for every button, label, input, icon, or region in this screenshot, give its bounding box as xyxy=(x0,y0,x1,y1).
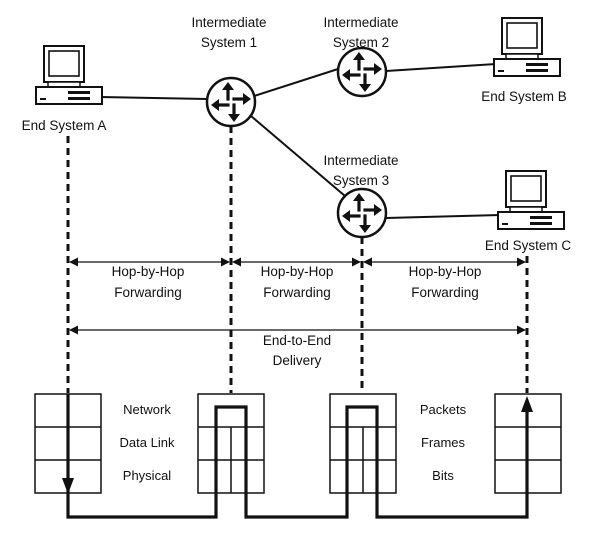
data-path xyxy=(66,394,529,519)
unit-frames-label: Frames xyxy=(421,435,466,450)
intermediate-system-2-router-icon xyxy=(336,46,388,98)
hop2-label-line1: Hop-by-Hop xyxy=(261,264,334,279)
hop2-label-line2: Forwarding xyxy=(263,285,331,300)
link-is2-to-b xyxy=(385,63,497,72)
data-path-down-arrowhead xyxy=(62,478,74,494)
intermediate-system-1-label-line1: Intermediate xyxy=(191,15,266,30)
end-system-b-computer-icon xyxy=(493,17,561,77)
intermediate-system-3-router-icon xyxy=(336,187,388,239)
intermediate-system-1-router-icon xyxy=(205,76,257,128)
hop3-label-line1: Hop-by-Hop xyxy=(409,264,482,279)
link-a-to-is1 xyxy=(99,96,208,100)
layer-physical-label: Physical xyxy=(123,468,172,483)
link-is1-to-is3 xyxy=(250,115,346,197)
link-is3-to-c xyxy=(385,214,501,219)
unit-bits-label: Bits xyxy=(432,468,454,483)
end-system-b-label: End System B xyxy=(481,89,567,104)
layer-data-link-label: Data Link xyxy=(120,435,175,450)
unit-packets-label: Packets xyxy=(420,402,467,417)
hop1-label-line1: Hop-by-Hop xyxy=(112,264,185,279)
end-to-end-label-line2: Delivery xyxy=(273,353,322,368)
layer-network-label: Network xyxy=(123,402,171,417)
stack-intermediate-3 xyxy=(329,393,397,494)
hop1-label-line2: Forwarding xyxy=(114,285,182,300)
intermediate-system-2-label-line1: Intermediate xyxy=(323,15,398,30)
hop3-label-line2: Forwarding xyxy=(411,285,479,300)
end-system-c-computer-icon xyxy=(497,170,565,230)
data-path-up-arrowhead xyxy=(521,396,533,412)
intermediate-system-3-label-line2: System 3 xyxy=(333,173,389,188)
end-system-a-label: End System A xyxy=(22,118,107,133)
end-system-c-label: End System C xyxy=(485,238,572,253)
end-system-a-computer-icon xyxy=(35,45,103,105)
intermediate-system-3-label-line1: Intermediate xyxy=(323,153,398,168)
link-is1-to-is2 xyxy=(253,68,339,97)
stack-intermediate-1 xyxy=(197,393,265,494)
end-to-end-label-line1: End-to-End xyxy=(263,333,331,348)
intermediate-system-1-label-line2: System 1 xyxy=(201,35,257,50)
intermediate-system-2-label-line2: System 2 xyxy=(333,35,389,50)
